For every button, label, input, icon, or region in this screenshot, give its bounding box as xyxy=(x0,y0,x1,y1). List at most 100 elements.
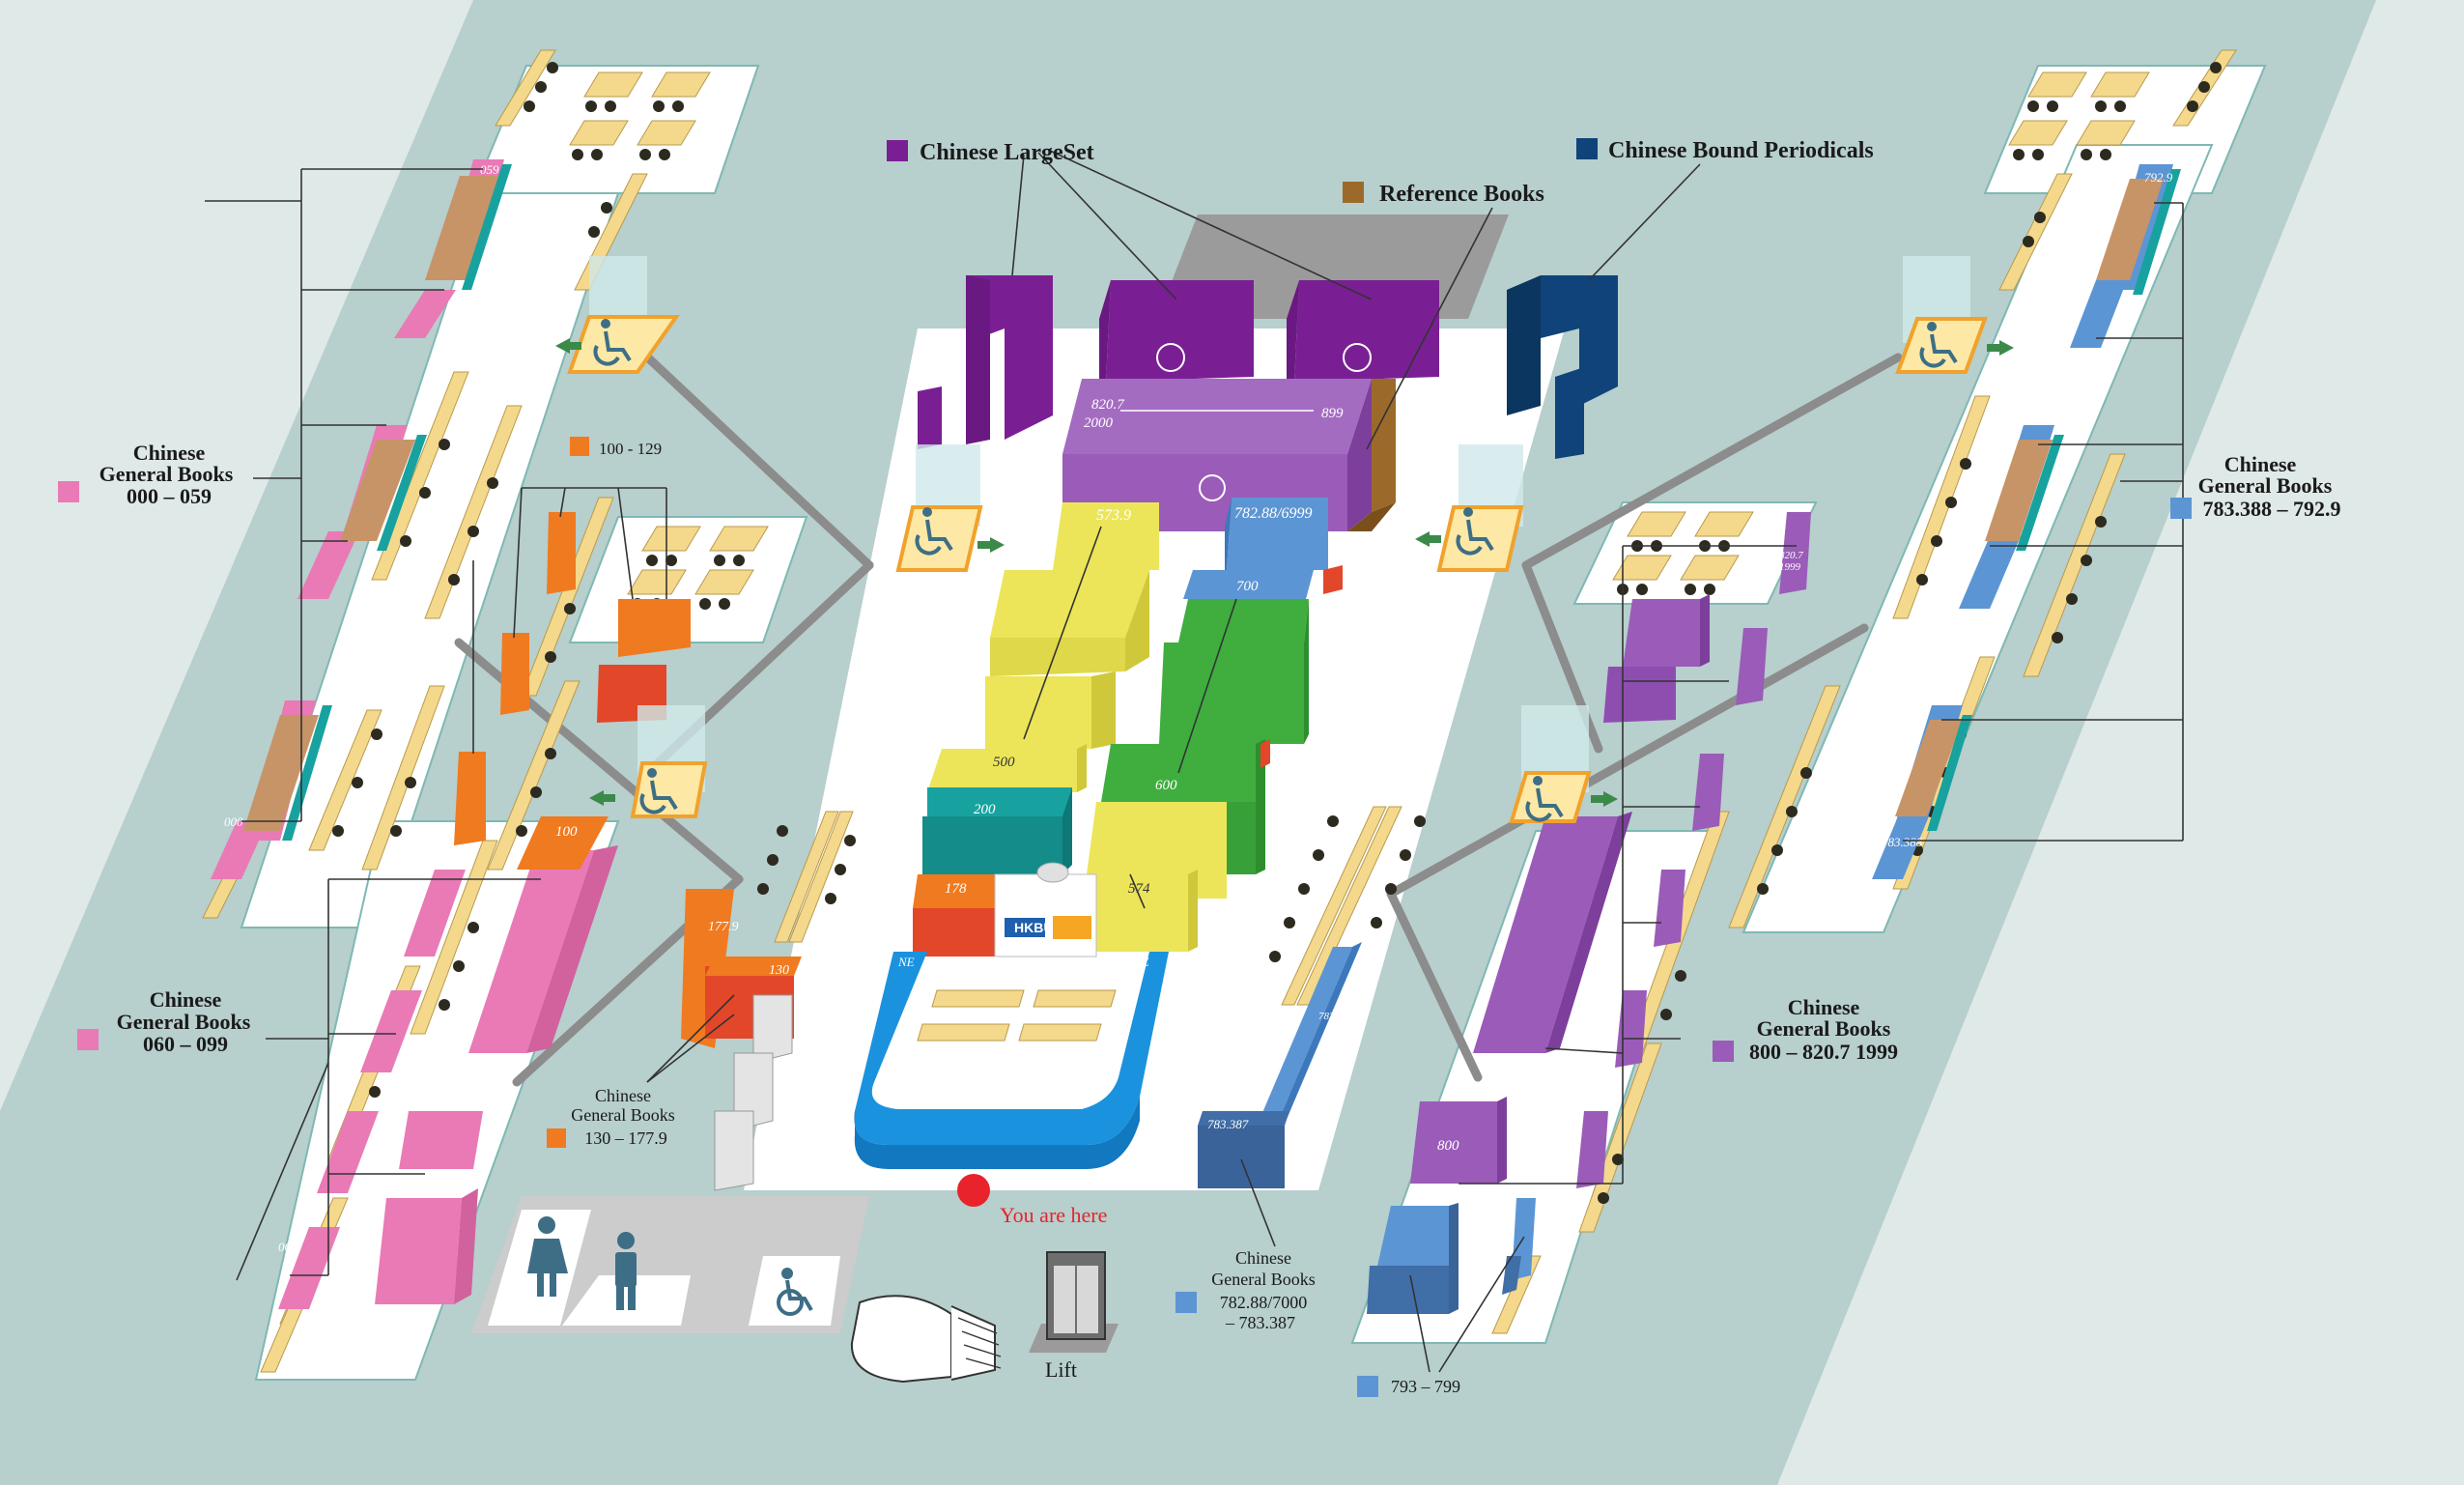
tag-600: 600 xyxy=(1155,778,1177,793)
label-cgb-130-177: Chinese General Books 130 – 177.9 xyxy=(547,1086,675,1148)
label-cgb-78288-783387: Chinese General Books 782.88/7000 – 783.… xyxy=(1175,1248,1316,1332)
tag-8207: 820.7 xyxy=(1091,397,1125,413)
largeset-block-2 xyxy=(1287,280,1439,386)
orange-stack-178 xyxy=(913,874,1000,957)
svg-text:060 – 099: 060 – 099 xyxy=(143,1032,228,1056)
tag-130: 130 xyxy=(769,963,789,978)
reference-purple-block xyxy=(1062,379,1396,531)
tag-574: 574 xyxy=(1128,881,1150,897)
tag-78288: 782.88/6999 xyxy=(1234,505,1312,522)
tag-178: 178 xyxy=(945,881,967,897)
svg-text:Chinese: Chinese xyxy=(150,987,222,1012)
svg-text:General Books: General Books xyxy=(2198,473,2333,498)
you-are-here-label: You are here xyxy=(1000,1203,1107,1227)
wheelchair-station-left-mid xyxy=(589,705,708,818)
tag-7929: 792.9 xyxy=(2144,170,2173,185)
hkbu-kiosk xyxy=(994,862,1097,957)
bound-periodicals-u xyxy=(1507,275,1618,459)
svg-text:Chinese: Chinese xyxy=(2224,452,2297,476)
wheelchair-station-left-top xyxy=(555,256,680,374)
svg-text:Chinese: Chinese xyxy=(595,1086,651,1105)
svg-text:General Books: General Books xyxy=(1211,1270,1315,1289)
tag-1779: 177.9 xyxy=(708,920,739,934)
tag-500: 500 xyxy=(993,755,1015,770)
you-are-here-marker xyxy=(957,1174,990,1207)
purple-block-800 xyxy=(1410,1097,1507,1184)
svg-text:Chinese: Chinese xyxy=(1235,1248,1291,1268)
pink-block-lower xyxy=(375,1111,483,1304)
largeset-u-left xyxy=(918,275,1053,449)
pink-block-main xyxy=(468,845,618,1053)
blue-block-700 xyxy=(1183,570,1314,599)
svg-text:000 – 059: 000 – 059 xyxy=(127,484,212,508)
tag-700: 700 xyxy=(1236,579,1259,594)
svg-text:130 – 177.9: 130 – 177.9 xyxy=(584,1128,667,1148)
left-wing-brown-shelves xyxy=(243,176,504,831)
tag-059: 059 xyxy=(480,162,499,177)
label-cgb-000-059: Chinese General Books 000 – 059 xyxy=(58,441,234,508)
svg-text:– 783.387: – 783.387 xyxy=(1225,1313,1295,1332)
svg-text:General Books: General Books xyxy=(117,1010,251,1034)
men-restroom xyxy=(562,1275,691,1326)
lift-icon xyxy=(1029,1251,1119,1353)
purple-block-right-upper xyxy=(1603,594,1710,723)
left-wing-teal-shelves xyxy=(282,164,512,841)
lift-label: Lift xyxy=(1045,1357,1077,1382)
legend-label-largeset: Chinese LargeSet xyxy=(920,140,1094,165)
legend-swatch-largeset xyxy=(887,140,908,161)
teal-stack-200 xyxy=(922,787,1072,874)
tag-ne: NE xyxy=(897,955,915,969)
tag-060: 060 xyxy=(278,1240,297,1254)
wheelchair-station-center-right xyxy=(1415,444,1524,572)
tag-200: 200 xyxy=(974,802,996,817)
svg-text:General Books: General Books xyxy=(99,462,234,486)
woman-icon xyxy=(527,1216,568,1297)
central-left-tables xyxy=(774,811,854,943)
svg-text:793 – 799: 793 – 799 xyxy=(1391,1377,1460,1396)
orange-shelves-left xyxy=(454,512,691,870)
tag-oversize: Oversize [LC]NE–Z xyxy=(906,1078,1048,1098)
svg-text:General Books: General Books xyxy=(571,1105,674,1125)
right-wing-teal-shelves xyxy=(1927,169,2181,831)
central-right-tables xyxy=(1281,806,1402,1006)
blue-block-783387 xyxy=(1198,1111,1289,1188)
tag-899: 899 xyxy=(1321,406,1344,421)
central-chairs xyxy=(757,815,1426,962)
legend-swatch-bound-periodicals xyxy=(1576,138,1598,159)
label-cgb-783-792: Chinese General Books 783.388 – 792.9 xyxy=(2170,452,2341,521)
right-wing-chairs xyxy=(1598,62,2222,1204)
label-cgb-060-099: Chinese General Books 060 – 099 xyxy=(77,987,251,1056)
blue-block-793 xyxy=(1367,1198,1536,1314)
label-range-100-129: 100 - 129 xyxy=(570,437,662,458)
yellow-stack-574 xyxy=(1087,802,1227,952)
oversize-tables xyxy=(917,989,1117,1042)
tag-2000: 2000 xyxy=(1084,415,1114,431)
staircase xyxy=(850,1295,1002,1384)
purple-long-shelf-right xyxy=(1473,812,1632,1053)
blue-block-78288 xyxy=(1225,498,1343,594)
tag-8207-1999b: 1999 xyxy=(1779,561,1801,573)
label-cgb-800-820: Chinese General Books 800 – 820.7 1999 xyxy=(1713,995,1898,1064)
tag-8207-1999a: 820.7 xyxy=(1779,550,1803,561)
leader-lines xyxy=(205,149,2184,1373)
svg-text:783.388 – 792.9: 783.388 – 792.9 xyxy=(2203,497,2341,521)
yellow-stack-500 xyxy=(927,744,1087,792)
tag-7829: 782.9/7000 xyxy=(1318,1011,1367,1022)
legend-swatch-reference xyxy=(1343,182,1364,203)
label-range-793-799: 793 – 799 xyxy=(1357,1376,1460,1397)
legend-label-reference: Reference Books xyxy=(1379,182,1544,207)
oversize-u-shelf xyxy=(854,952,1169,1169)
blue-long-shelf-7829 xyxy=(1251,942,1362,1140)
tag-800: 800 xyxy=(1437,1138,1459,1154)
tag-783387: 783.387 xyxy=(1207,1117,1249,1131)
svg-text:782.88/7000: 782.88/7000 xyxy=(1220,1293,1308,1312)
tag-hkbu: HKBU xyxy=(1014,920,1053,935)
tag-z: Z xyxy=(1142,955,1149,969)
legend-label-bound-periodicals: Chinese Bound Periodicals xyxy=(1608,138,1874,163)
wheelchair-station-right-top xyxy=(1895,256,2014,374)
right-wing-brown-shelves xyxy=(1895,179,2164,816)
tag-100: 100 xyxy=(555,824,578,840)
largeset-block-1 xyxy=(1099,280,1254,386)
svg-text:800 – 820.7 1999: 800 – 820.7 1999 xyxy=(1749,1040,1898,1064)
